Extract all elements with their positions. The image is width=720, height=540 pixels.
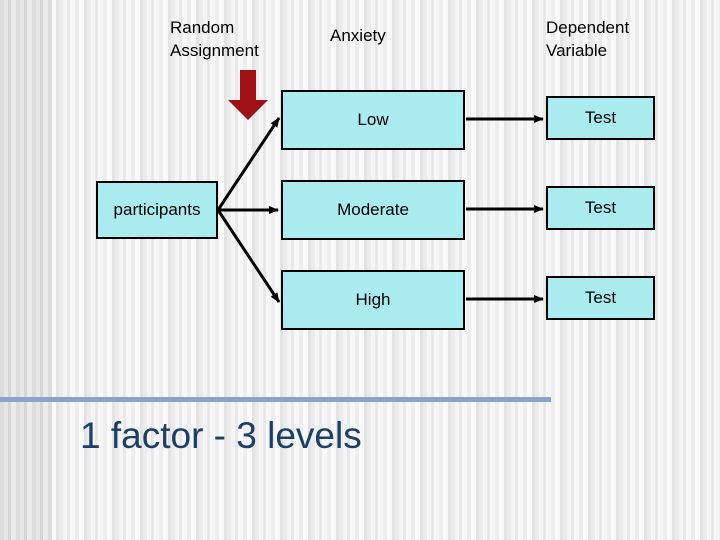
column-header-dependent-variable: Dependent Variable xyxy=(546,18,630,60)
column-header-anxiety: Anxiety xyxy=(330,26,386,45)
title-divider xyxy=(0,397,551,402)
column-header-random-assignment: Random Assignment xyxy=(170,18,259,60)
box-participants-label: participants xyxy=(113,200,201,219)
box-high[interactable]: High xyxy=(281,270,465,330)
slide-title: 1 factor - 3 levels xyxy=(80,415,362,456)
box-low-label: Low xyxy=(357,110,389,129)
arrow-participants-to-high xyxy=(216,209,281,303)
box-high-label: High xyxy=(355,290,391,309)
box-participants[interactable]: participants xyxy=(96,181,218,239)
background-stripe-band xyxy=(0,0,52,540)
down-arrow-icon xyxy=(228,70,268,120)
box-test-high[interactable]: Test xyxy=(546,276,655,320)
arrow-participants-to-low xyxy=(216,117,281,211)
box-test-high-label: Test xyxy=(584,288,617,307)
box-test-moderate-label: Test xyxy=(584,198,617,217)
box-test-moderate[interactable]: Test xyxy=(546,186,655,230)
box-moderate[interactable]: Moderate xyxy=(281,180,465,240)
box-moderate-label: Moderate xyxy=(337,200,409,219)
box-low[interactable]: Low xyxy=(281,90,465,150)
box-test-low-label: Test xyxy=(584,108,617,127)
box-test-low[interactable]: Test xyxy=(546,96,655,140)
